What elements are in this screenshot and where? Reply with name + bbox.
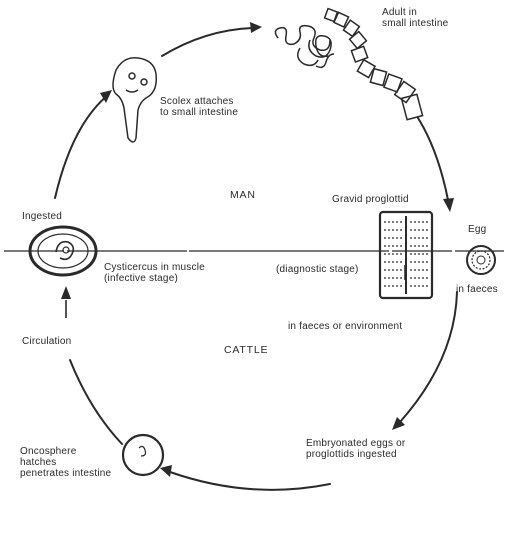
scolex-icon — [113, 58, 156, 142]
arc-adult-to-gravid — [418, 118, 448, 200]
oncosphere-icon — [123, 435, 163, 475]
scolex-attaches-label: Scolex attaches to small intestine — [160, 96, 238, 118]
gravid-proglottid-label: Gravid proglottid — [332, 194, 409, 205]
adult-in-intestine-label: Adult in small intestine — [382, 7, 448, 29]
arc-env-to-eggs-ingested — [400, 292, 457, 422]
arrowhead-adult — [250, 22, 262, 33]
diagnostic-stage-label: (diagnostic stage) — [276, 264, 359, 275]
arrowheads — [61, 22, 454, 477]
man-host-label: MAN — [230, 190, 256, 201]
egg-label: Egg — [468, 224, 486, 235]
arc-eggs-to-oncosphere — [170, 472, 330, 490]
oncosphere-hatches-label: Oncosphere hatches penetrates intestine — [20, 446, 111, 479]
faeces-environment-label: in faeces or environment — [288, 321, 402, 332]
arc-ingested-to-scolex — [55, 95, 108, 198]
arrowhead-circulation — [61, 286, 71, 299]
arrowhead-gravid — [443, 198, 454, 212]
arc-oncosphere-to-circulation — [70, 360, 122, 444]
cysticercus-label: Cysticercus in muscle (infective stage) — [104, 262, 205, 284]
gravid-proglottid-icon — [380, 212, 432, 298]
circulation-label: Circulation — [22, 336, 71, 347]
cattle-host-label: CATTLE — [224, 345, 268, 356]
arc-scolex-to-adult — [162, 28, 252, 56]
in-faeces-label: in faeces — [456, 284, 498, 295]
arrowhead-oncosphere — [160, 465, 172, 477]
embryonated-eggs-label: Embryonated eggs or proglottids ingested — [306, 438, 405, 460]
egg-icon — [467, 246, 495, 274]
ingested-label: Ingested — [22, 211, 62, 222]
